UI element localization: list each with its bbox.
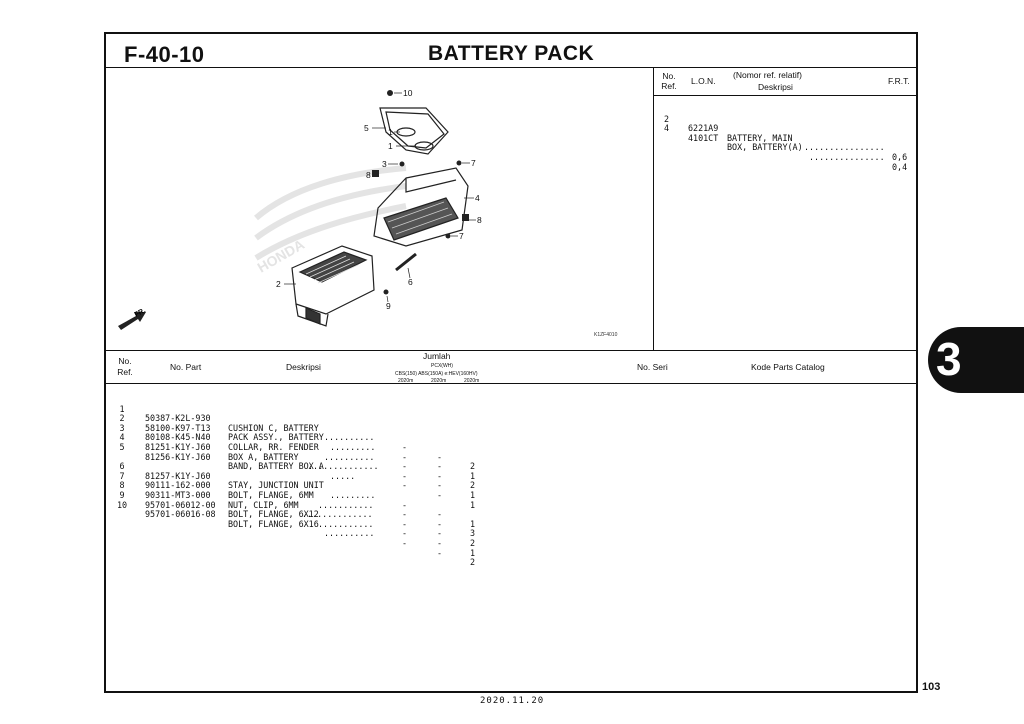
callout-numbers: 10 5 1 1 3 8 7 4 8 7 2 6 9 (276, 88, 482, 311)
callout-7b: 7 (459, 231, 464, 241)
print-date: 2020.11.20 (480, 696, 545, 706)
year-col-1: 2020m (398, 378, 414, 384)
parts-group-2: 6 81257-K1Y-J60 STAY, JUNCTION UNIT ....… (112, 453, 512, 568)
callout-3: 3 (382, 159, 387, 169)
table-row: 9 95701-06012-00 BOLT, FLANGE, 6X12 ....… (119, 489, 476, 558)
callout-9: 9 (386, 301, 391, 311)
diagram-bottom-divider (105, 350, 917, 351)
section-tab: 3 (928, 327, 1024, 393)
lon-header-divider (654, 95, 917, 96)
callout-8b: 8 (477, 215, 482, 225)
callout-1b: 1 (388, 141, 393, 151)
parts-group-1: 1 50387-K2L-930 CUSHION C, BATTERY .....… (112, 395, 512, 510)
lon-header-deskripsi: Deskripsi (758, 82, 793, 92)
table-row: 2 6221A9 BATTERY, MAIN ................ … (664, 113, 908, 162)
table-row: 4 81251-K1Y-J60 BOX A, BATTERY .........… (119, 432, 476, 500)
fr-label: FR. (134, 307, 147, 319)
table-row: 2 58100-K97-T13 PACK ASSY., BATTERY ....… (119, 413, 476, 481)
parts-header-kode: Kode Parts Catalog (751, 362, 825, 372)
parts-header-jumlah-sub: PCX(WH) (431, 363, 453, 369)
table-row: 7 90111-162-000 BOLT, FLANGE, 6MM ......… (119, 470, 476, 539)
parts-header-nopart: No. Part (170, 362, 202, 372)
table-row: 4 4101CT BOX, BATTERY(A) ...............… (664, 123, 908, 172)
parts-table-body: 1 50387-K2L-930 CUSHION C, BATTERY .....… (112, 395, 512, 568)
year-col-2: 2020m (431, 378, 447, 384)
section-tab-number: 3 (936, 333, 962, 385)
parts-header-jumlah: Jumlah (423, 351, 451, 361)
callout-6: 6 (408, 277, 413, 287)
lon-header-nomor: (Nomor ref. relatif) (733, 70, 802, 80)
front-direction-arrow: FR. (118, 307, 147, 330)
leader-lines (284, 92, 476, 303)
table-row: 1 50387-K2L-930 CUSHION C, BATTERY .....… (119, 403, 476, 472)
callout-10: 10 (403, 88, 413, 98)
parts-header-noseri: No. Seri (637, 362, 668, 372)
callout-1a: 1 (388, 127, 393, 137)
table-row: 8 90311-MT3-000 NUT, CLIP, 6MM .........… (119, 480, 476, 548)
callout-5: 5 (364, 123, 369, 133)
page-number: 103 (922, 681, 941, 693)
year-col-3: 2020m (464, 378, 480, 384)
page-frame (104, 32, 918, 693)
battery-box (373, 167, 469, 247)
fasteners (372, 160, 469, 295)
parts-header-deskripsi: Deskripsi (286, 362, 321, 372)
battery-pack-unit (291, 245, 375, 327)
battery-box-band (379, 107, 449, 155)
header-divider (105, 67, 917, 68)
callout-4: 4 (475, 193, 480, 203)
page-code: F-40-10 (124, 42, 205, 67)
callout-7a: 7 (471, 158, 476, 168)
callout-8a: 8 (366, 170, 371, 180)
diagram-lon-divider (653, 67, 654, 350)
honda-watermark (254, 165, 407, 261)
lon-header-noref: No. Ref. (661, 71, 677, 91)
battery-pack-exploded-diagram: HONDA (118, 88, 618, 338)
lon-header-frt: F.R.T. (888, 76, 910, 86)
parts-header-noref: No. Ref. (117, 356, 133, 377)
figure-code: K1ZF4010 (594, 332, 618, 338)
callout-2: 2 (276, 279, 281, 289)
table-row: 3 80108-K45-N40 COLLAR, RR. FENDER .....… (119, 422, 476, 491)
table-row: 6 81257-K1Y-J60 STAY, JUNCTION UNIT ....… (119, 461, 476, 529)
parts-header-divider (105, 383, 917, 384)
lon-header-lon: L.O.N. (691, 76, 716, 86)
lon-table-rows: 2 6221A9 BATTERY, MAIN ................ … (664, 105, 908, 172)
table-row: 5 81256-K1Y-J60 BAND, BATTERY BOX A ....… (119, 441, 476, 510)
parts-header-models: CBS(150) ABS(150A) e:HEV(160HV) (395, 371, 478, 377)
bolt-10 (387, 90, 393, 96)
table-row: 10 95701-06016-08 BOLT, FLANGE, 6X16 ...… (116, 499, 476, 568)
junction-stay (395, 252, 417, 272)
page-title: BATTERY PACK (428, 42, 595, 65)
